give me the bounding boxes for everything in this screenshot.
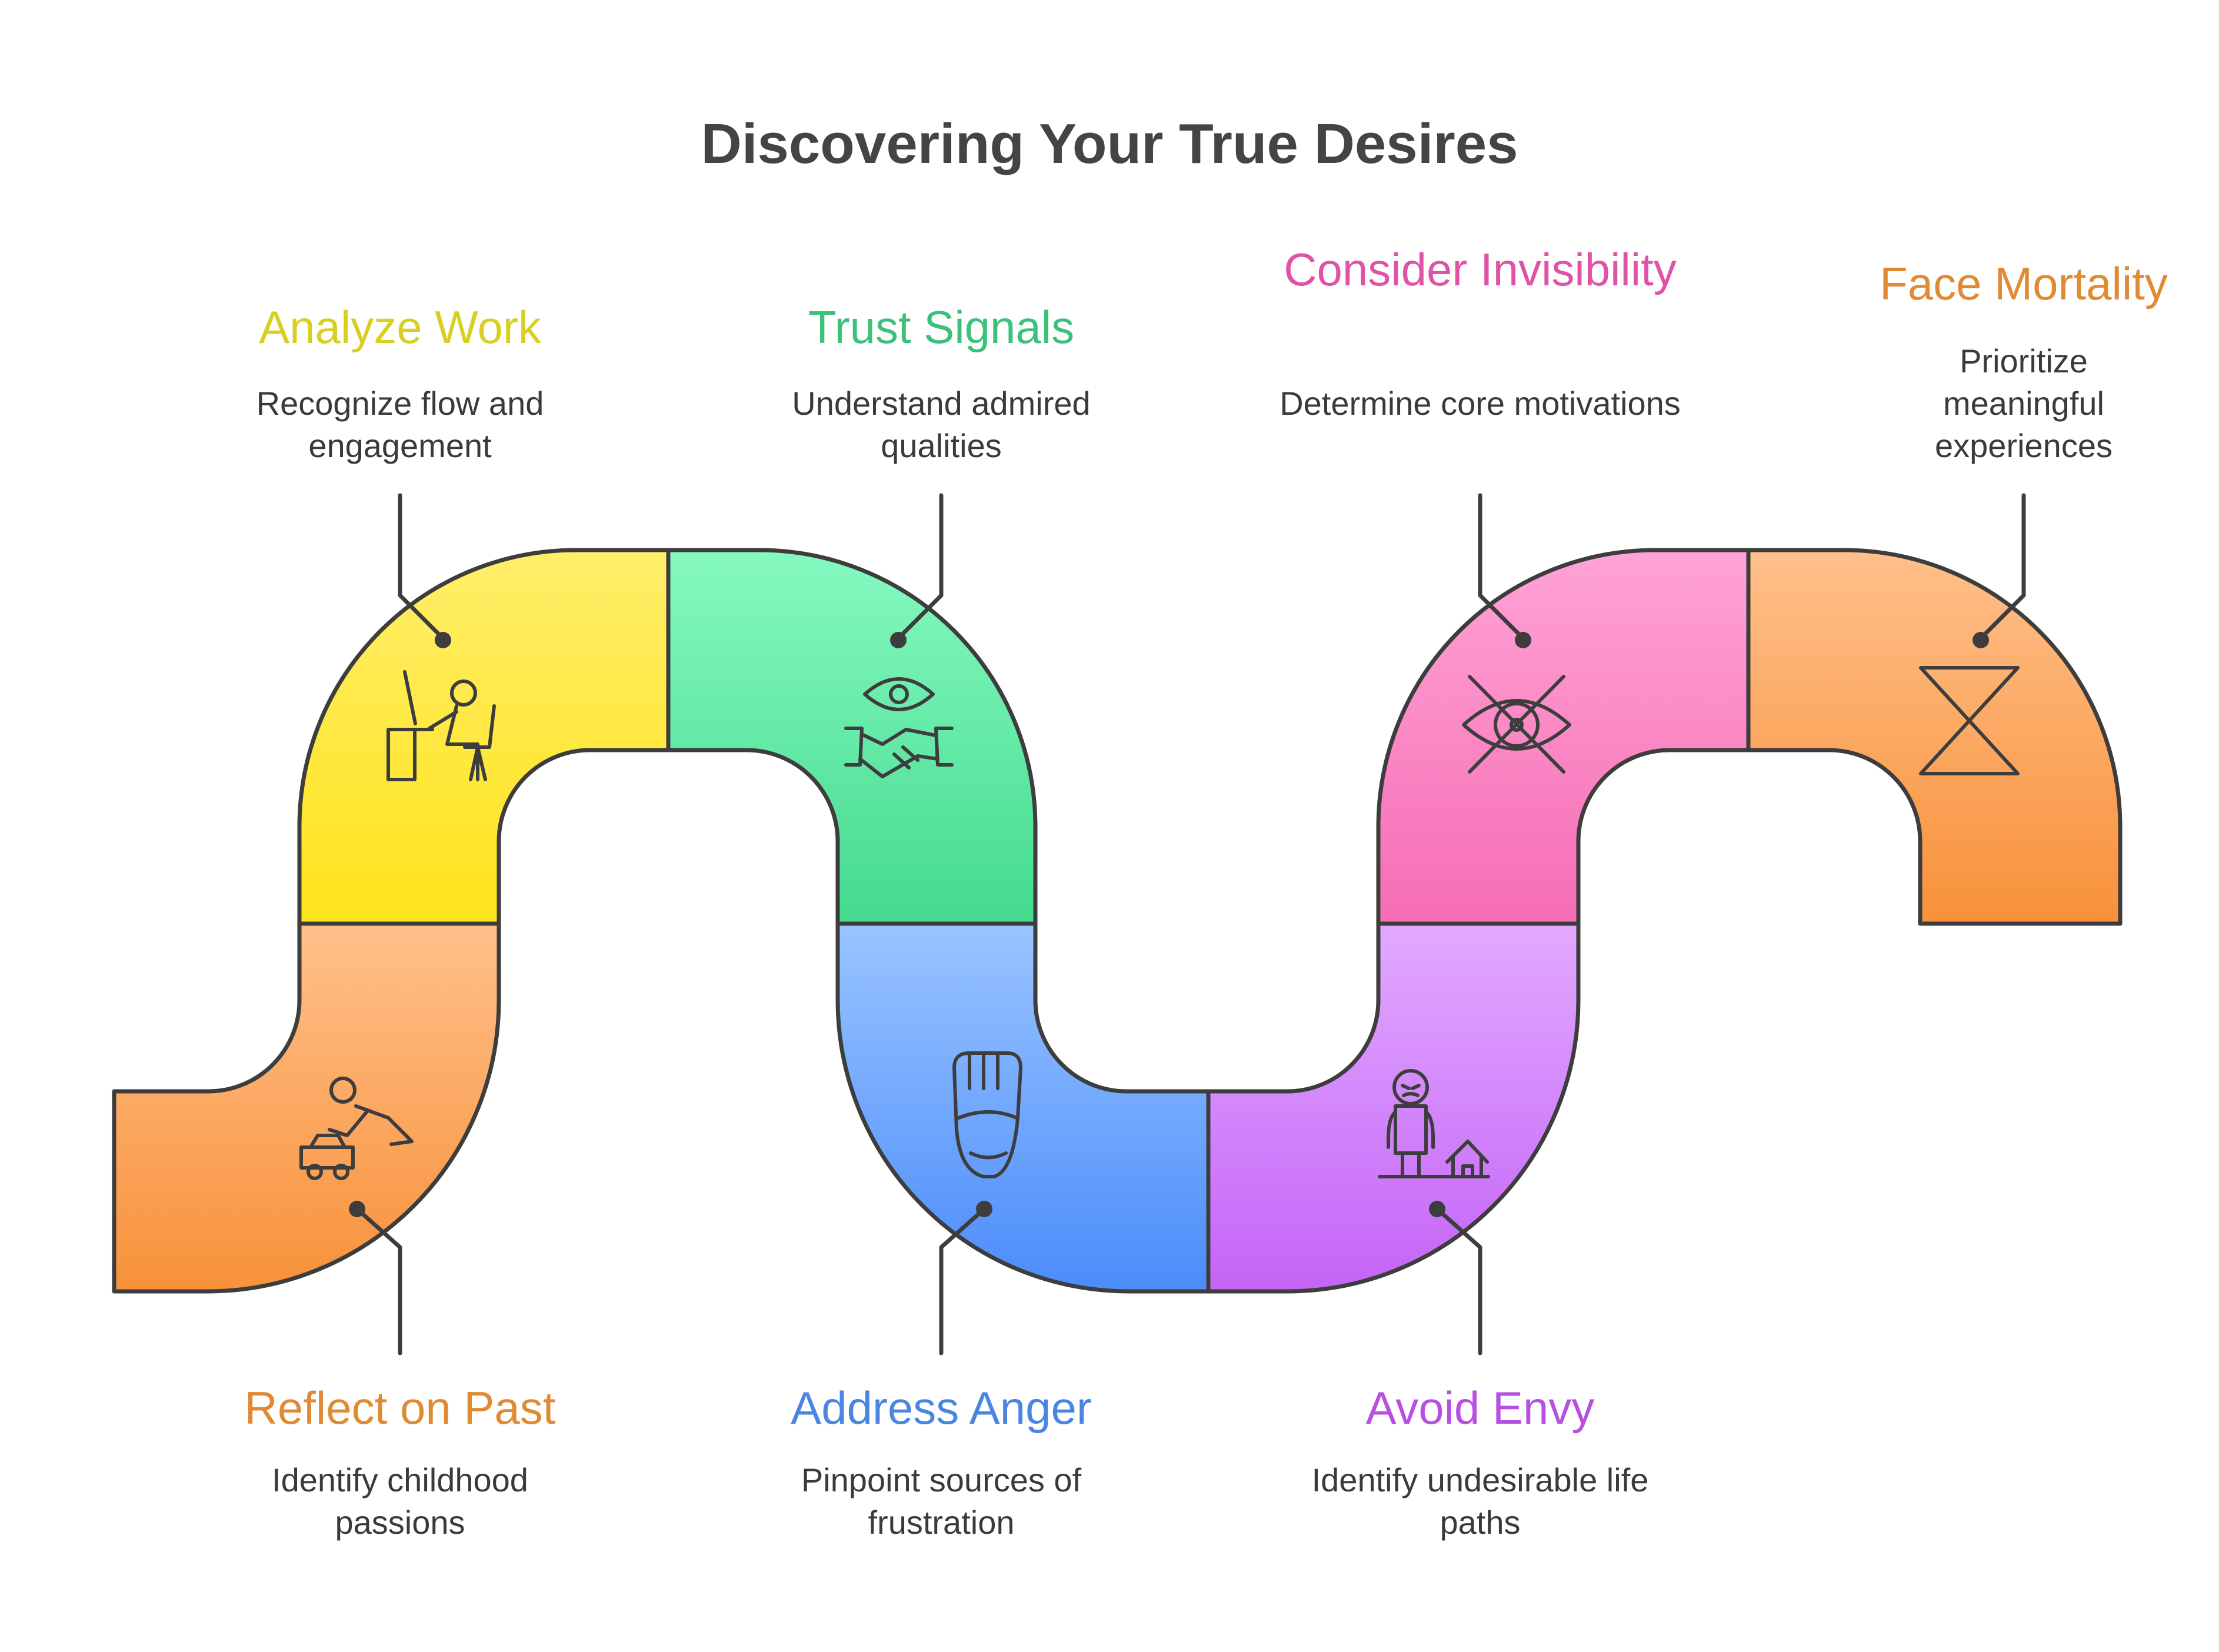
segment-address-anger [835, 921, 1211, 1294]
segment-consider-invisibility [1376, 548, 1751, 926]
step-title-address-anger: Address Anger [791, 1382, 1092, 1434]
hourglass-icon [1919, 666, 2020, 775]
step-title-consider-invisibility: Consider Invisibility [1284, 244, 1677, 295]
step-desc-consider-invisibility: Determine core motivations [1280, 385, 1681, 422]
dot-avoid-envy [1429, 1201, 1445, 1217]
connector-reflect-on-past [355, 1207, 402, 1355]
dot-face-mortality [1973, 632, 1989, 648]
connector-avoid-envy [1435, 1207, 1482, 1355]
child-playing-icon [299, 1077, 414, 1180]
step-title-avoid-envy: Avoid Envy [1365, 1382, 1595, 1434]
envious-person-icon [1378, 1069, 1490, 1178]
segment-analyze-work [297, 548, 671, 926]
connector-analyze-work [398, 493, 445, 641]
step-title-analyze-work: Analyze Work [259, 301, 541, 353]
person-at-desk-icon [387, 670, 496, 781]
page-title: Discovering Your True Desires [701, 112, 1518, 175]
dot-consider-invisibility [1515, 632, 1531, 648]
connector-face-mortality [1978, 493, 2026, 641]
dot-address-anger [976, 1201, 992, 1217]
step-title-trust-signals: Trust Signals [808, 301, 1075, 353]
step-title-face-mortality: Face Mortality [1880, 258, 2168, 309]
step-desc-analyze-work: Recognize flow and engagement [256, 385, 544, 464]
step-desc-address-anger: Pinpoint sources of frustration [801, 1461, 1082, 1541]
step-desc-face-mortality: Prioritize meaningful experiences [1935, 342, 2113, 464]
step-desc-trust-signals: Understand admired qualities [792, 385, 1091, 464]
eye-handshake-icon [844, 677, 954, 778]
connector-consider-invisibility [1478, 493, 1525, 641]
segment-trust-signals [666, 548, 1038, 926]
connector-address-anger [939, 1207, 987, 1355]
segment-avoid-envy [1206, 921, 1581, 1294]
dot-reflect-on-past [349, 1201, 365, 1217]
eye-slashed-icon [1462, 675, 1571, 774]
dot-trust-signals [890, 632, 907, 648]
step-desc-reflect-on-past: Identify childhood passions [272, 1461, 528, 1541]
step-title-reflect-on-past: Reflect on Past [244, 1382, 556, 1434]
clenched-fist-icon [952, 1051, 1022, 1178]
connector-trust-signals [896, 493, 944, 641]
step-desc-avoid-envy: Identify undesirable life paths [1311, 1461, 1649, 1541]
dot-analyze-work [435, 632, 451, 648]
segment-reflect-on-past [112, 921, 501, 1294]
segment-face-mortality [1746, 548, 2123, 926]
